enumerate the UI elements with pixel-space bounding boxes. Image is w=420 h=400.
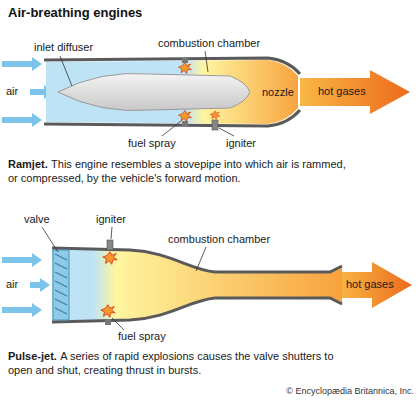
flow-label: hot gases (346, 278, 394, 291)
fuel-injector (182, 121, 188, 126)
caption-paragraph: Pulse-jet.A series of rapid explosions c… (8, 349, 358, 377)
spark (103, 252, 117, 265)
leader-line (111, 227, 112, 239)
flow-label: air (6, 278, 18, 291)
part-label: valve (24, 213, 50, 226)
pulse-jet-wall (52, 298, 342, 322)
pulse-jet-wall (52, 248, 342, 272)
spark (210, 111, 220, 119)
valve-shutter (55, 281, 67, 287)
part-label: fuel spray (128, 137, 176, 150)
valve-shutter (55, 272, 67, 278)
part-label: combustion chamber (158, 37, 260, 50)
ramjet-wall (44, 58, 300, 74)
caption-paragraph: Ramjet.This engine resembles a stovepipe… (8, 157, 358, 185)
part-label: igniter (226, 137, 256, 150)
part-label: combustion chamber (168, 233, 270, 246)
fuel-spray-burst (179, 62, 192, 73)
igniter-plug (212, 120, 218, 130)
fuel-spray-burst (101, 305, 115, 318)
leader-line (205, 51, 208, 72)
valve-shutter (55, 308, 67, 314)
leader-line (196, 247, 206, 271)
flow-label: air (6, 85, 18, 98)
caption-text: This engine resembles a stovepipe into w… (8, 158, 346, 184)
valve-shutter (55, 263, 67, 269)
ramjet-interior (46, 60, 298, 124)
leader-line (162, 121, 181, 136)
inlet-spike (58, 73, 250, 110)
hot-gas-arrow (338, 262, 412, 308)
leader-line (60, 56, 72, 86)
copyright: © Encyclopædia Britannica, Inc. (286, 385, 414, 398)
part-label: inlet diffuser (34, 41, 93, 54)
part-label: nozzle (262, 86, 294, 99)
igniter-plug (107, 240, 113, 250)
fuel-spray-burst (179, 110, 192, 121)
valve-shutter (55, 299, 67, 305)
valve-shutters (55, 254, 67, 314)
leader-line (112, 318, 124, 330)
air-arrow (2, 303, 42, 317)
air-arrow (30, 278, 50, 292)
ramjet-wall (44, 110, 300, 126)
pulse-jet-interior (52, 248, 342, 322)
leader-line (219, 128, 234, 136)
diagram-title: Air-breathing engines (8, 5, 142, 20)
caption-heading: Ramjet. (8, 158, 48, 170)
valve-grid (53, 250, 69, 320)
part-label: igniter (96, 213, 126, 226)
flow-label: hot gases (318, 85, 366, 98)
valve-shutter (55, 254, 67, 260)
air-arrow (2, 253, 42, 267)
air-arrow (2, 113, 42, 127)
part-label: fuel spray (118, 330, 166, 343)
fuel-injector (105, 319, 111, 325)
valve-shutter (55, 290, 67, 296)
pulse-jet (2, 227, 412, 330)
air-arrow (2, 57, 42, 71)
hot-gas-arrow (300, 70, 410, 114)
caption-heading: Pulse-jet. (8, 350, 57, 362)
ramjet (2, 51, 410, 136)
leader-line (42, 227, 58, 252)
